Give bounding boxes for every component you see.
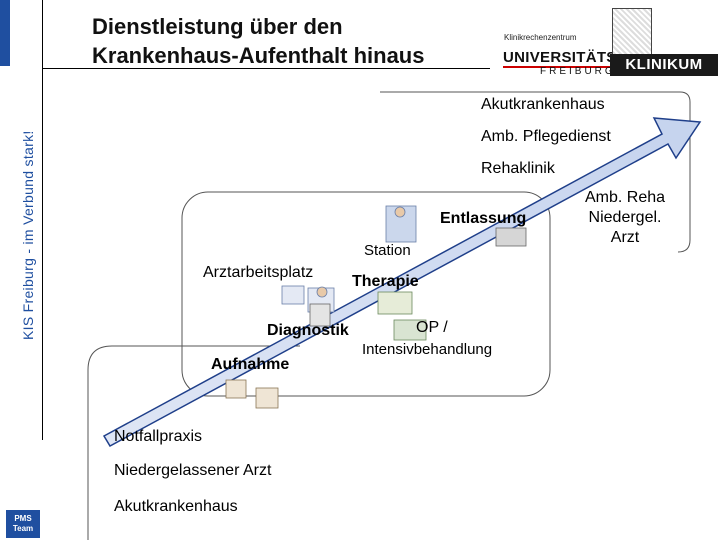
- label-akutkrankenhaus-inner: Akutkrankenhaus: [114, 498, 238, 515]
- label-op: OP /: [416, 319, 448, 336]
- logo-city-text: FREIBURG: [540, 66, 616, 77]
- label-station: Station: [364, 242, 411, 259]
- pms-logo-line-2: Team: [12, 524, 34, 533]
- pms-team-logo: PMS Team: [6, 510, 40, 538]
- pms-logo-line-1: PMS: [14, 514, 32, 523]
- admission-region: [87, 345, 300, 540]
- label-rehaklinik: Rehaklinik: [481, 160, 555, 177]
- title-line-2: Krankenhaus-Aufenthalt hinaus: [92, 43, 425, 68]
- slide-title: Dienstleistung über den Krankenhaus-Aufe…: [92, 12, 424, 70]
- title-divider: [42, 68, 490, 69]
- diagnostik-clipart: [309, 303, 331, 327]
- label-intensivbehandlung: Intensivbehandlung: [362, 341, 493, 358]
- label-niedergel: Niedergel.: [588, 209, 662, 226]
- title-line-1: Dienstleistung über den: [92, 14, 343, 39]
- logo-university-text: UNIVERSITÄTS: [503, 49, 617, 66]
- label-arztarbeitsplatz: Arztarbeitsplatz: [203, 264, 314, 281]
- label-notfallpraxis: Notfallpraxis: [114, 428, 203, 445]
- pathway-arrow: [102, 117, 702, 448]
- therapie-clipart: [377, 291, 413, 315]
- brand-strip: [0, 0, 10, 66]
- aufnahme-clipart: [225, 379, 279, 409]
- label-diagnostik: Diagnostik: [267, 322, 349, 339]
- hospital-region: [181, 191, 551, 397]
- logo-klinikum-text: KLINIKUM: [610, 54, 718, 76]
- label-amb-reha-group: Amb. Reha Niedergel. Arzt: [585, 188, 665, 248]
- label-amb-reha: Amb. Reha: [585, 189, 666, 206]
- label-niedergelassener-arzt: Niedergelassener Arzt: [114, 462, 272, 479]
- outer-care-region: [380, 91, 691, 253]
- label-therapie: Therapie: [352, 273, 419, 290]
- logo-red-rule: [503, 66, 611, 68]
- entlassung-clipart: [495, 227, 527, 247]
- label-arzt: Arzt: [610, 229, 640, 246]
- label-entlassung: Entlassung: [440, 210, 527, 227]
- label-akutkrankenhaus-outer: Akutkrankenhaus: [481, 96, 605, 113]
- sidebar-divider: [42, 0, 43, 440]
- label-aufnahme: Aufnahme: [211, 356, 290, 373]
- arztarbeitsplatz-clipart: [281, 285, 335, 313]
- label-amb-pflegedienst: Amb. Pflegedienst: [481, 128, 611, 145]
- station-clipart: [385, 205, 417, 243]
- logo-subtitle: Klinikrechenzentrum: [504, 33, 577, 42]
- op-clipart: [393, 319, 427, 341]
